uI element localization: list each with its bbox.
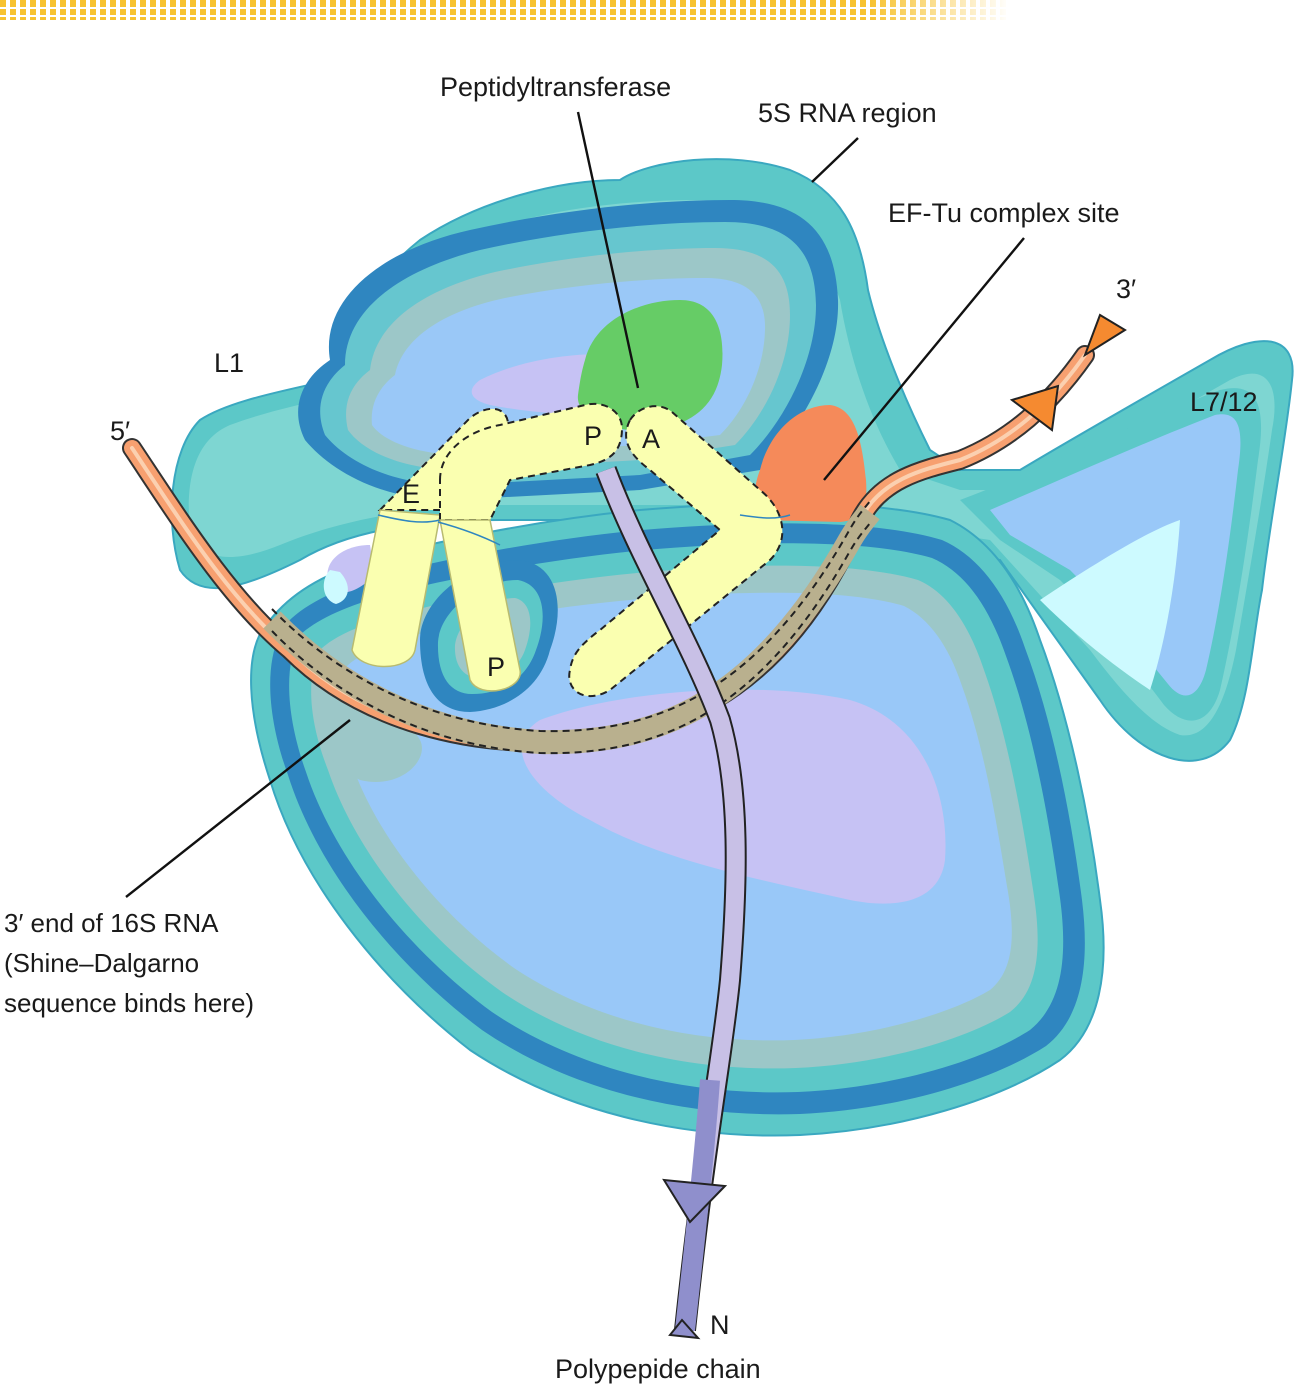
- label-five-prime: 5′: [110, 416, 130, 446]
- label-l1: L1: [214, 348, 244, 378]
- label-peptidyltransferase: Peptidyltransferase: [440, 72, 671, 102]
- label-l7-12: L7/12: [1190, 387, 1258, 417]
- label-polypeptide-chain: Polypepide chain: [555, 1354, 761, 1384]
- label-site-e: E: [402, 479, 420, 509]
- label-site-p-bottom: P: [487, 652, 505, 682]
- label-eftu-complex-site: EF-Tu complex site: [888, 198, 1120, 228]
- label-site-a: A: [642, 424, 660, 454]
- header-stripe: [0, 0, 1010, 20]
- label-three-prime-top: 3′: [1116, 274, 1136, 304]
- label-16s-line3: sequence binds here): [4, 988, 254, 1018]
- label-16s-line2: (Shine–Dalgarno: [4, 948, 199, 978]
- label-5s-rna-region: 5S RNA region: [758, 98, 937, 128]
- label-n-terminus: N: [710, 1310, 730, 1340]
- label-16s-line1: 3′ end of 16S RNA: [4, 908, 219, 938]
- leader-5s-rna: [812, 138, 858, 182]
- label-site-p-top: P: [584, 421, 602, 451]
